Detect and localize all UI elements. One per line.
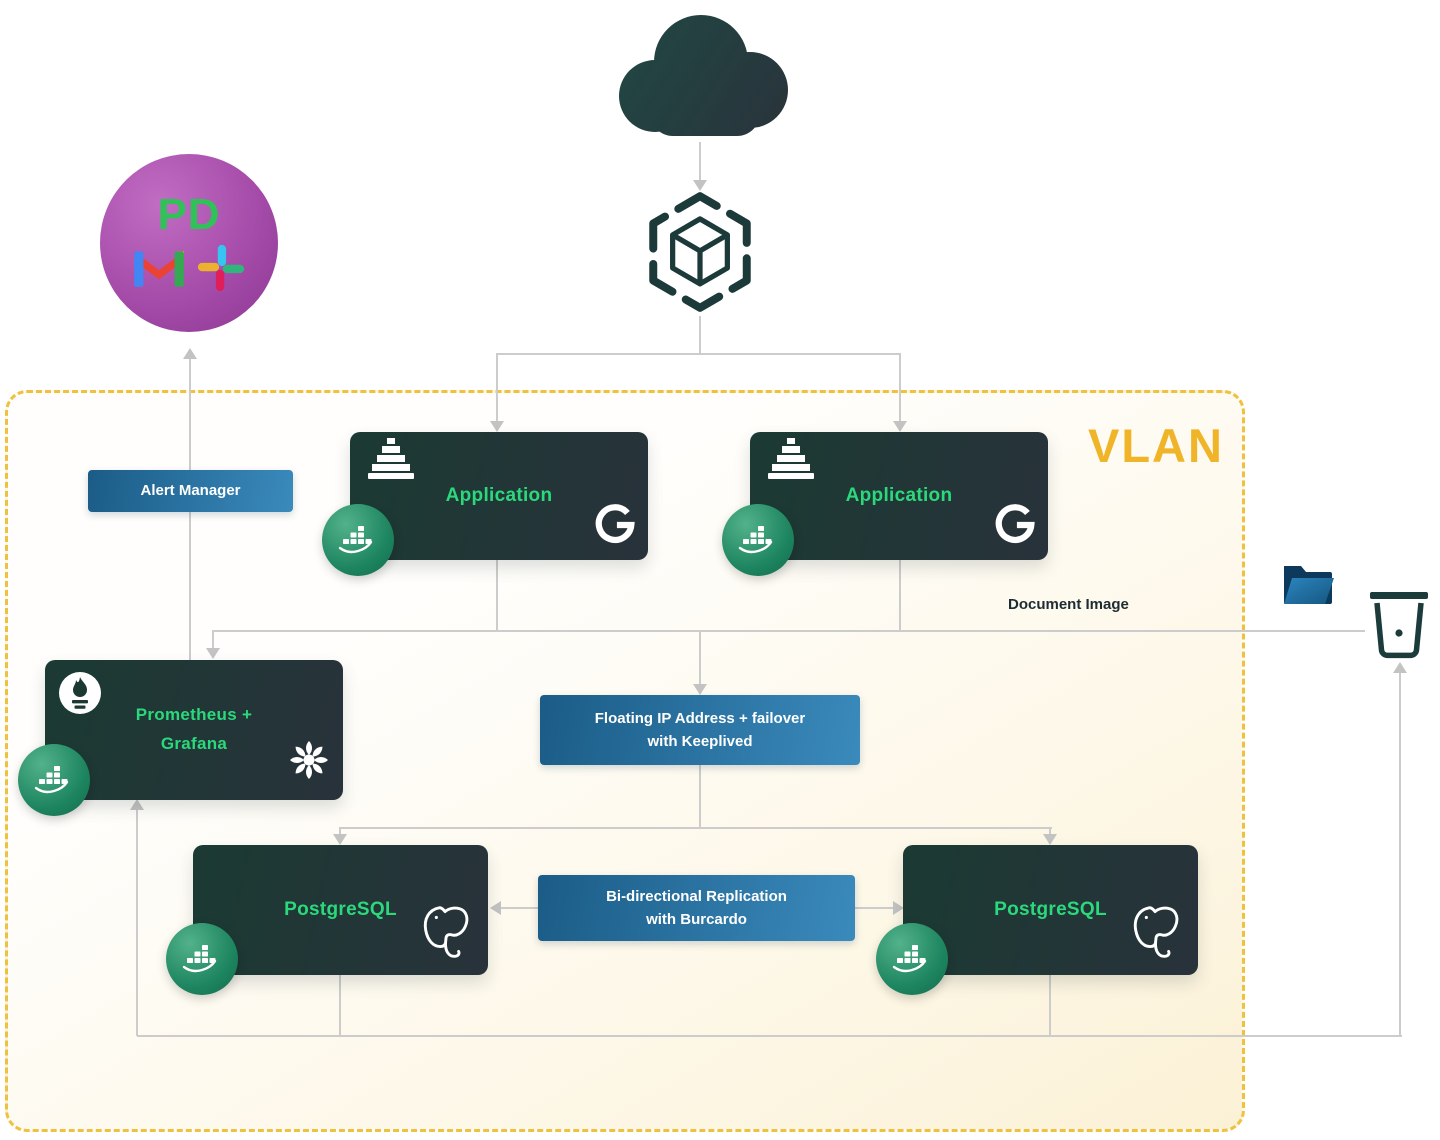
g-logo-icon [995,504,1035,543]
docker-cloud-badge-icon [876,923,948,995]
node-application-left: Application [322,432,648,576]
floating-ip-label-line2: with Keeplived [647,733,753,750]
connector-hub-down [699,316,701,354]
connector-bus-to-prometheus [212,630,214,650]
postgresql-right-label: PostgreSQL [994,899,1107,920]
node-replication: Bi-directional Replication with Burcardo [538,875,855,941]
arrowhead-up-into-trash [1393,662,1407,673]
arrowhead-into-external-circle [183,348,197,359]
connector-to-app-right [899,353,901,423]
arrowhead-into-app-right [893,421,907,432]
prometheus-label-line2: Grafana [160,734,228,753]
connector-floating-ip-down [699,765,701,828]
document-image-label: Document Image [1008,596,1129,613]
alert-manager-label: Alert Manager [140,482,241,500]
connector-bottom-to-prometheus [136,808,138,1036]
connector-bottom-bus [137,1035,1402,1037]
g-logo-icon [595,504,635,543]
docker-cloud-badge-icon [166,923,238,995]
arrowhead-into-prometheus [206,648,220,659]
postgresql-left-label: PostgreSQL [284,899,397,920]
application-right-label: Application [845,485,953,506]
ziggurat-icon [368,438,414,479]
connector-replication-right [855,907,895,909]
pagerduty-logo: PD [157,190,221,239]
connector-alertmanager-to-circle [189,359,191,470]
prometheus-flame-icon [59,672,101,714]
postgresql-elephant-icon [423,906,469,958]
arrowhead-replication-left [490,901,501,915]
connector-to-postgres-left [339,827,341,837]
docker-cloud-badge-icon [18,744,90,816]
vlan-label: VLAN [1088,419,1224,472]
arrowhead-into-hub [693,180,707,191]
network-hub-icon [649,192,751,312]
ziggurat-icon [768,438,814,479]
connector-app-right-down [899,560,901,632]
arrowhead-into-postgres-right [1043,834,1057,845]
connector-replication-left [501,907,539,909]
connector-postgres-right-down [1049,975,1051,1036]
node-alert-manager: Alert Manager [88,470,293,512]
node-prometheus-grafana: Prometheus + Grafana [18,660,343,816]
connector-postgres-left-down [339,975,341,1036]
external-alerting-circle: PD [100,154,278,332]
arrowhead-replication-right [893,901,904,915]
open-folder-icon [1284,566,1334,604]
grafana-icon [290,741,328,779]
connector-floating-ip-split [340,827,1052,829]
connector-bus-to-floating-ip [699,630,701,686]
floating-ip-label-line1: Floating IP Address + failover [594,709,806,727]
external-icons-row [132,243,246,293]
connector-app-left-down [496,560,498,632]
prometheus-label-line1: Prometheus + [135,705,253,725]
node-postgresql-right: PostgreSQL [876,845,1198,995]
gmail-icon [134,251,184,287]
connector-to-app-left [496,353,498,423]
prometheus-grafana-label: Prometheus + Grafana [45,660,343,800]
arrowhead-into-postgres-left [333,834,347,845]
replication-label-line2: with Burcardo [646,911,747,928]
docker-cloud-badge-icon [722,504,794,576]
postgresql-elephant-icon [1133,906,1179,958]
connector-cloud-to-hub [699,142,701,182]
trash-icon [1370,592,1428,659]
arrowhead-into-app-left [490,421,504,432]
connector-to-postgres-right [1049,827,1051,837]
node-floating-ip: Floating IP Address + failover with Keep… [540,695,860,765]
arrowhead-into-floating-ip [693,684,707,695]
node-postgresql-left: PostgreSQL [166,845,488,995]
application-left-label: Application [445,485,553,506]
slack-icon [197,244,245,292]
arrowhead-up-into-prometheus [130,799,144,810]
connector-main-bus [213,630,1365,632]
cloud-icon [619,15,788,136]
connector-bottom-to-trash [1399,672,1401,1035]
docker-cloud-badge-icon [322,504,394,576]
connector-hub-split [497,353,901,355]
connector-prometheus-to-alertmanager [189,512,191,662]
replication-label-line1: Bi-directional Replication [606,887,787,905]
node-application-right: Application [722,432,1048,576]
